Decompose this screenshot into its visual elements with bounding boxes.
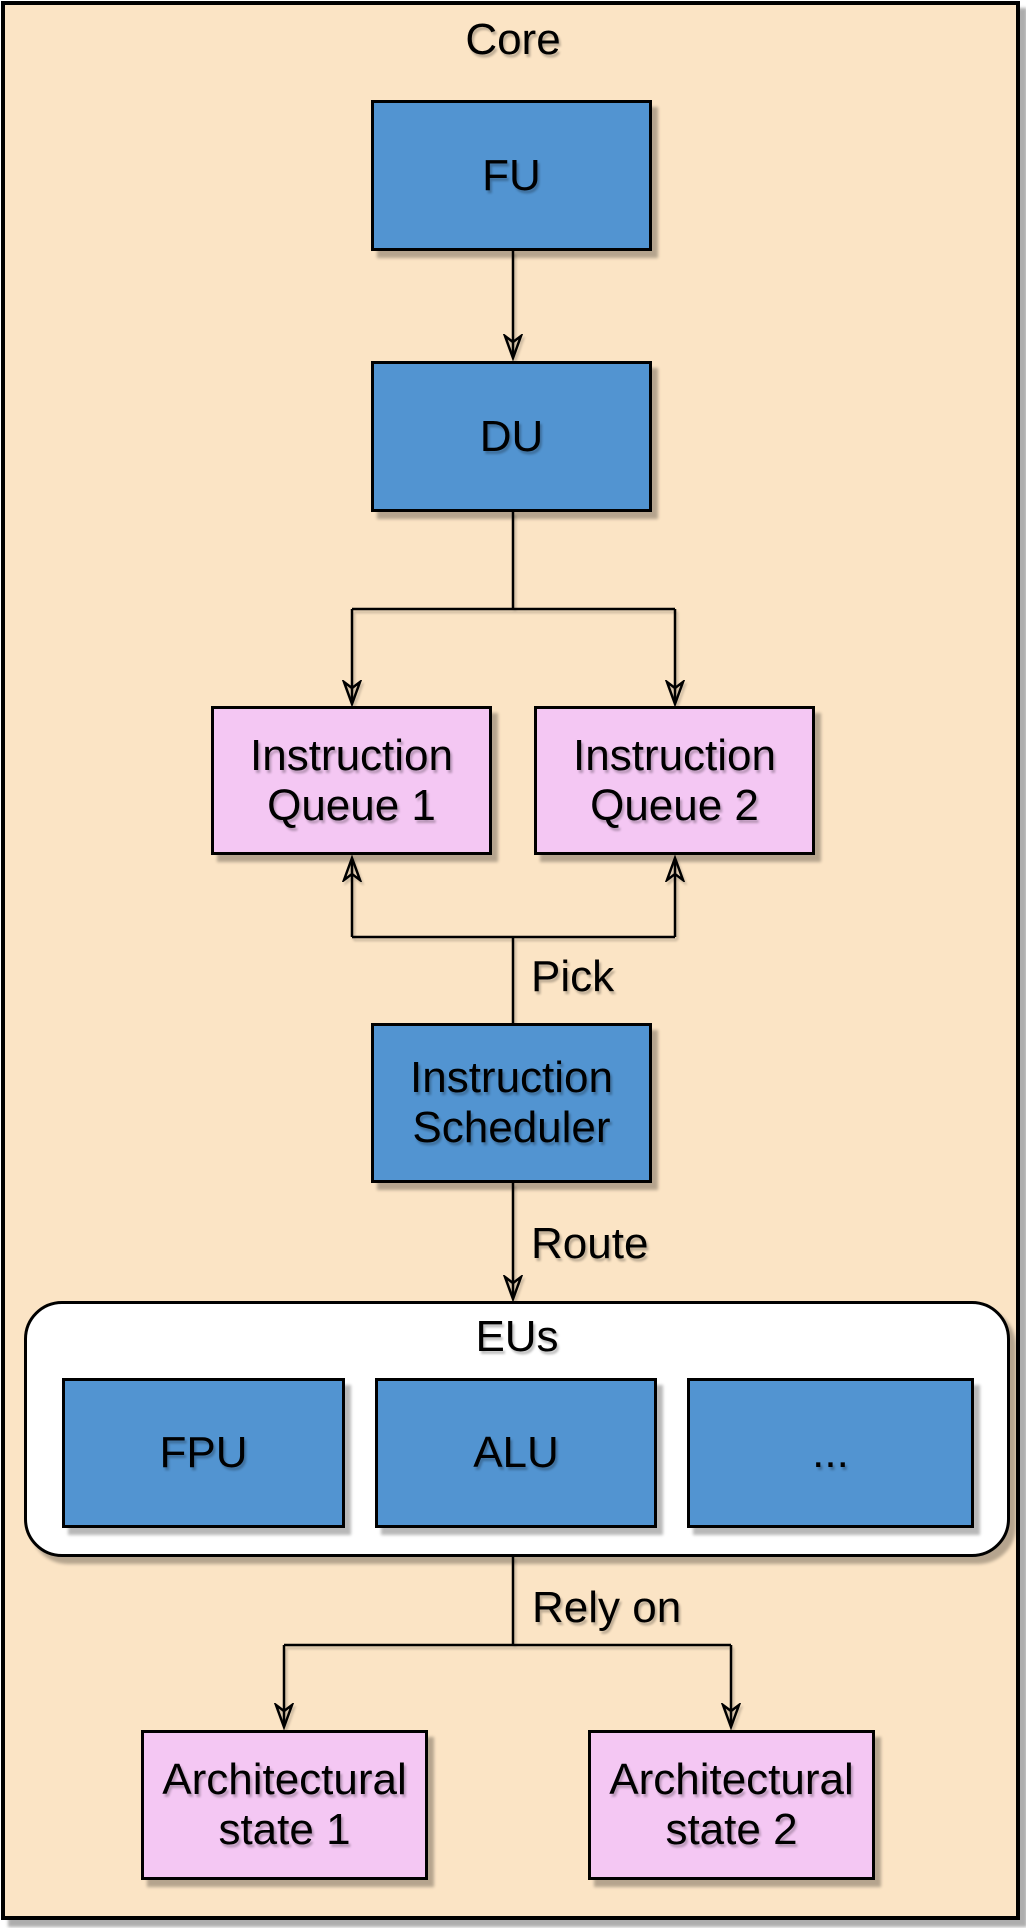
node-instruction-queue-2: Instruction Queue 2 bbox=[534, 706, 815, 855]
edge-label-pick: Pick bbox=[531, 952, 615, 1001]
edge-label-rely-on: Rely on bbox=[532, 1583, 682, 1632]
node-iq2-label: Instruction Queue 2 bbox=[573, 730, 776, 830]
node-arch1-label: Architectural state 1 bbox=[162, 1755, 407, 1854]
node-fpu-label: FPU bbox=[159, 1428, 248, 1477]
node-scheduler-label: Instruction Scheduler bbox=[410, 1053, 613, 1152]
eus-title: EUs bbox=[475, 1312, 559, 1361]
node-more-eus: ... bbox=[687, 1378, 974, 1528]
node-architectural-state-1: Architectural state 1 bbox=[141, 1730, 428, 1880]
edge-label-route: Route bbox=[531, 1219, 649, 1268]
node-alu-label: ALU bbox=[473, 1428, 559, 1477]
node-du-label: DU bbox=[479, 411, 544, 461]
node-du: DU bbox=[371, 361, 652, 512]
node-fu-label: FU bbox=[482, 150, 541, 200]
node-instruction-scheduler: Instruction Scheduler bbox=[371, 1023, 652, 1183]
node-fpu: FPU bbox=[62, 1378, 345, 1528]
node-more-eus-label: ... bbox=[812, 1428, 849, 1477]
node-iq1-label: Instruction Queue 1 bbox=[250, 730, 453, 830]
node-alu: ALU bbox=[375, 1378, 657, 1528]
node-architectural-state-2: Architectural state 2 bbox=[588, 1730, 875, 1880]
node-instruction-queue-1: Instruction Queue 1 bbox=[211, 706, 492, 855]
node-arch2-label: Architectural state 2 bbox=[609, 1755, 854, 1854]
node-fu: FU bbox=[371, 100, 652, 251]
core-title: Core bbox=[465, 15, 561, 64]
